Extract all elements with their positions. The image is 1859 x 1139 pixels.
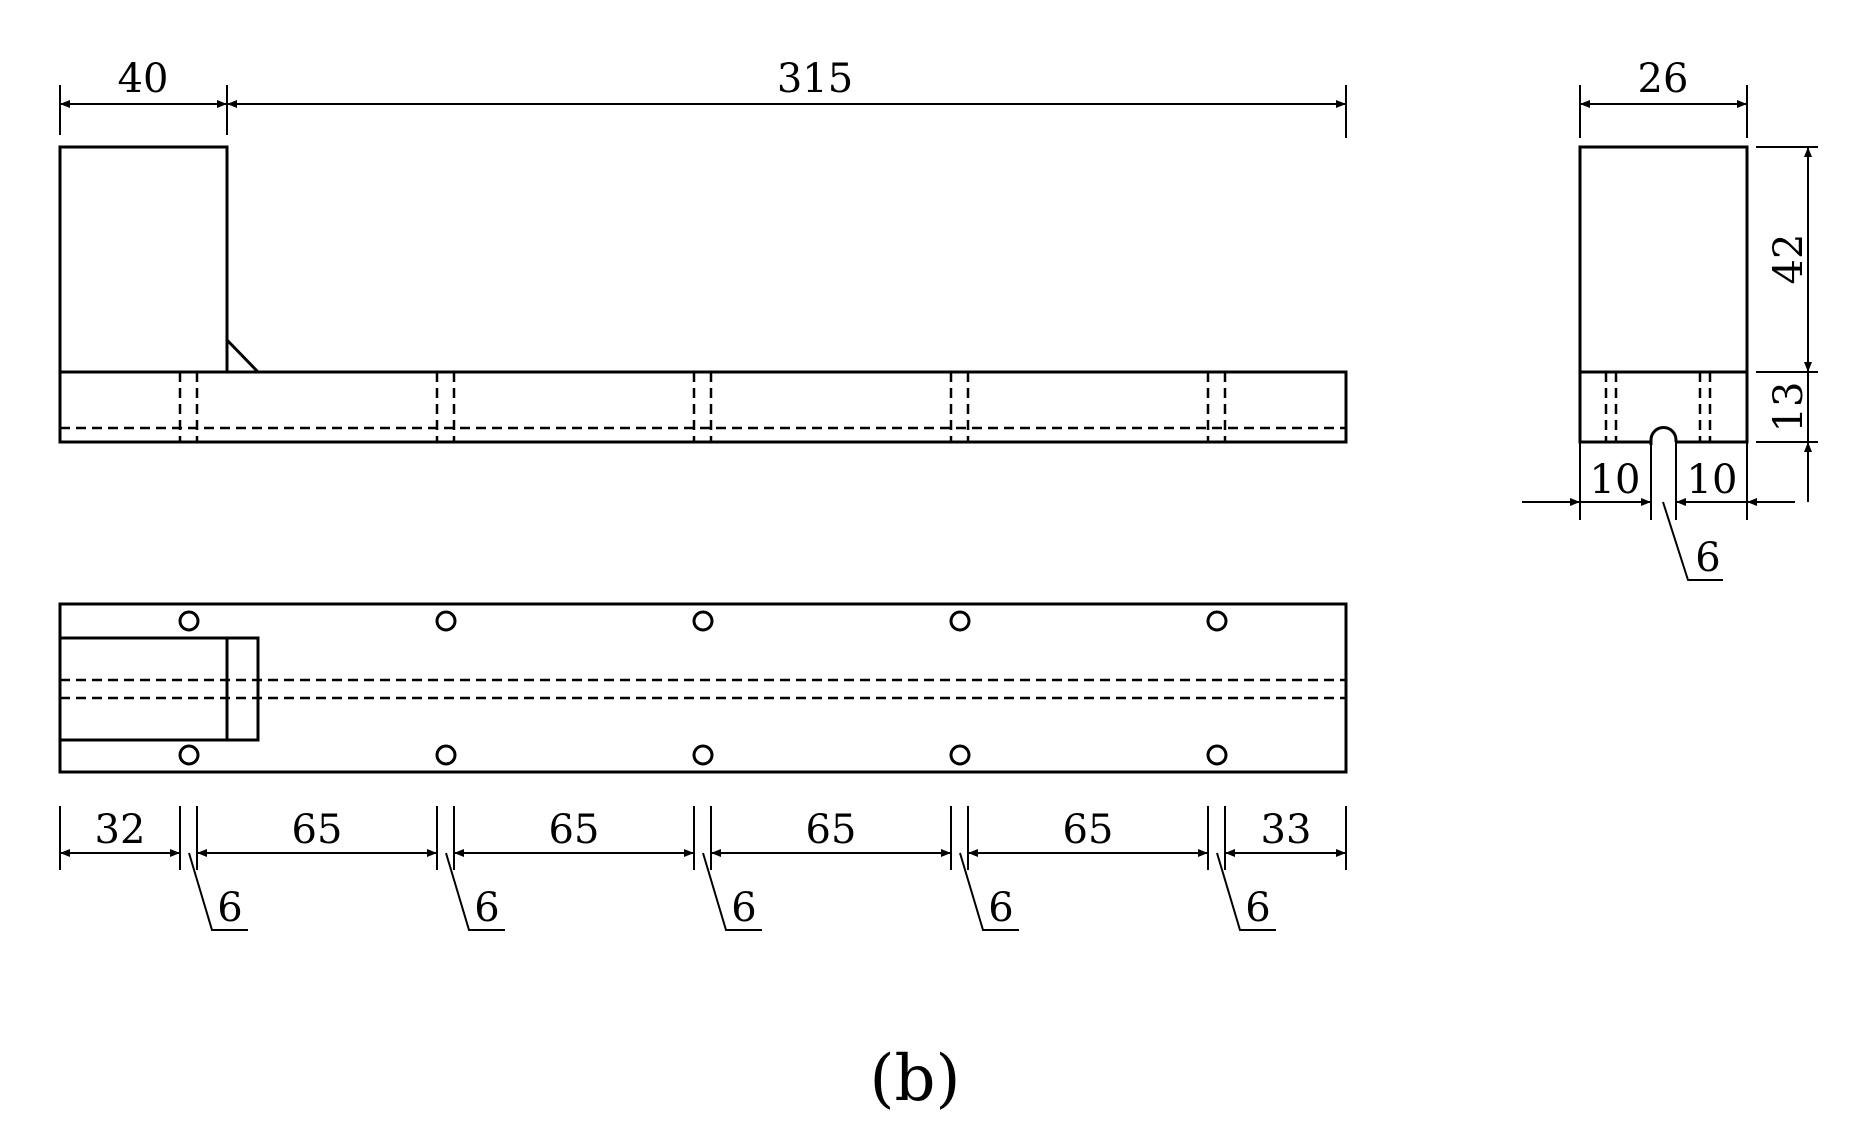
dim-spacing-1: 32 <box>95 807 146 853</box>
side-base <box>58 370 1348 444</box>
leader-slot-width <box>1662 501 1723 581</box>
dim-hole-width-1: 6 <box>217 885 242 931</box>
dim-left-offset: 10 <box>1590 457 1641 503</box>
dim-spacing-6: 33 <box>1261 807 1312 853</box>
end-view: 26 42 13 10 10 <box>1522 56 1818 581</box>
dim-hole-width-4: 6 <box>988 885 1013 931</box>
dim-right-offset: 10 <box>1687 457 1738 503</box>
dim-hole-width-2: 6 <box>474 885 499 931</box>
side-view: 40 315 <box>58 56 1348 444</box>
dim-block-height: 42 <box>1766 234 1812 285</box>
dim-spacing-3: 65 <box>549 807 600 853</box>
dim-hole-width-3: 6 <box>731 885 756 931</box>
dim-spacing-5: 65 <box>1063 807 1114 853</box>
end-block <box>1578 145 1749 374</box>
top-holes <box>178 610 1228 766</box>
dim-total-length: 315 <box>777 56 853 102</box>
end-slot <box>1649 426 1678 442</box>
dim-spacing-4: 65 <box>806 807 857 853</box>
figure-caption: (b) <box>870 1042 961 1116</box>
top-dim-chain: 32 65 65 65 65 33 6 6 6 6 6 <box>59 806 1347 931</box>
dim-width: 26 <box>1638 56 1689 102</box>
top-view: 32 65 65 65 65 33 6 6 6 6 6 <box>58 602 1348 931</box>
top-block <box>58 636 260 742</box>
end-hidden-holes <box>1604 372 1712 442</box>
dim-base-length: 40 <box>118 56 169 102</box>
side-hidden-holes <box>178 372 1227 442</box>
dim-spacing-2: 65 <box>292 807 343 853</box>
dim-hole-width-5: 6 <box>1245 885 1270 931</box>
dim-slot-width: 6 <box>1695 535 1720 581</box>
dim-base-height: 13 <box>1766 382 1812 433</box>
side-block <box>58 145 229 374</box>
side-chamfer <box>225 338 260 374</box>
